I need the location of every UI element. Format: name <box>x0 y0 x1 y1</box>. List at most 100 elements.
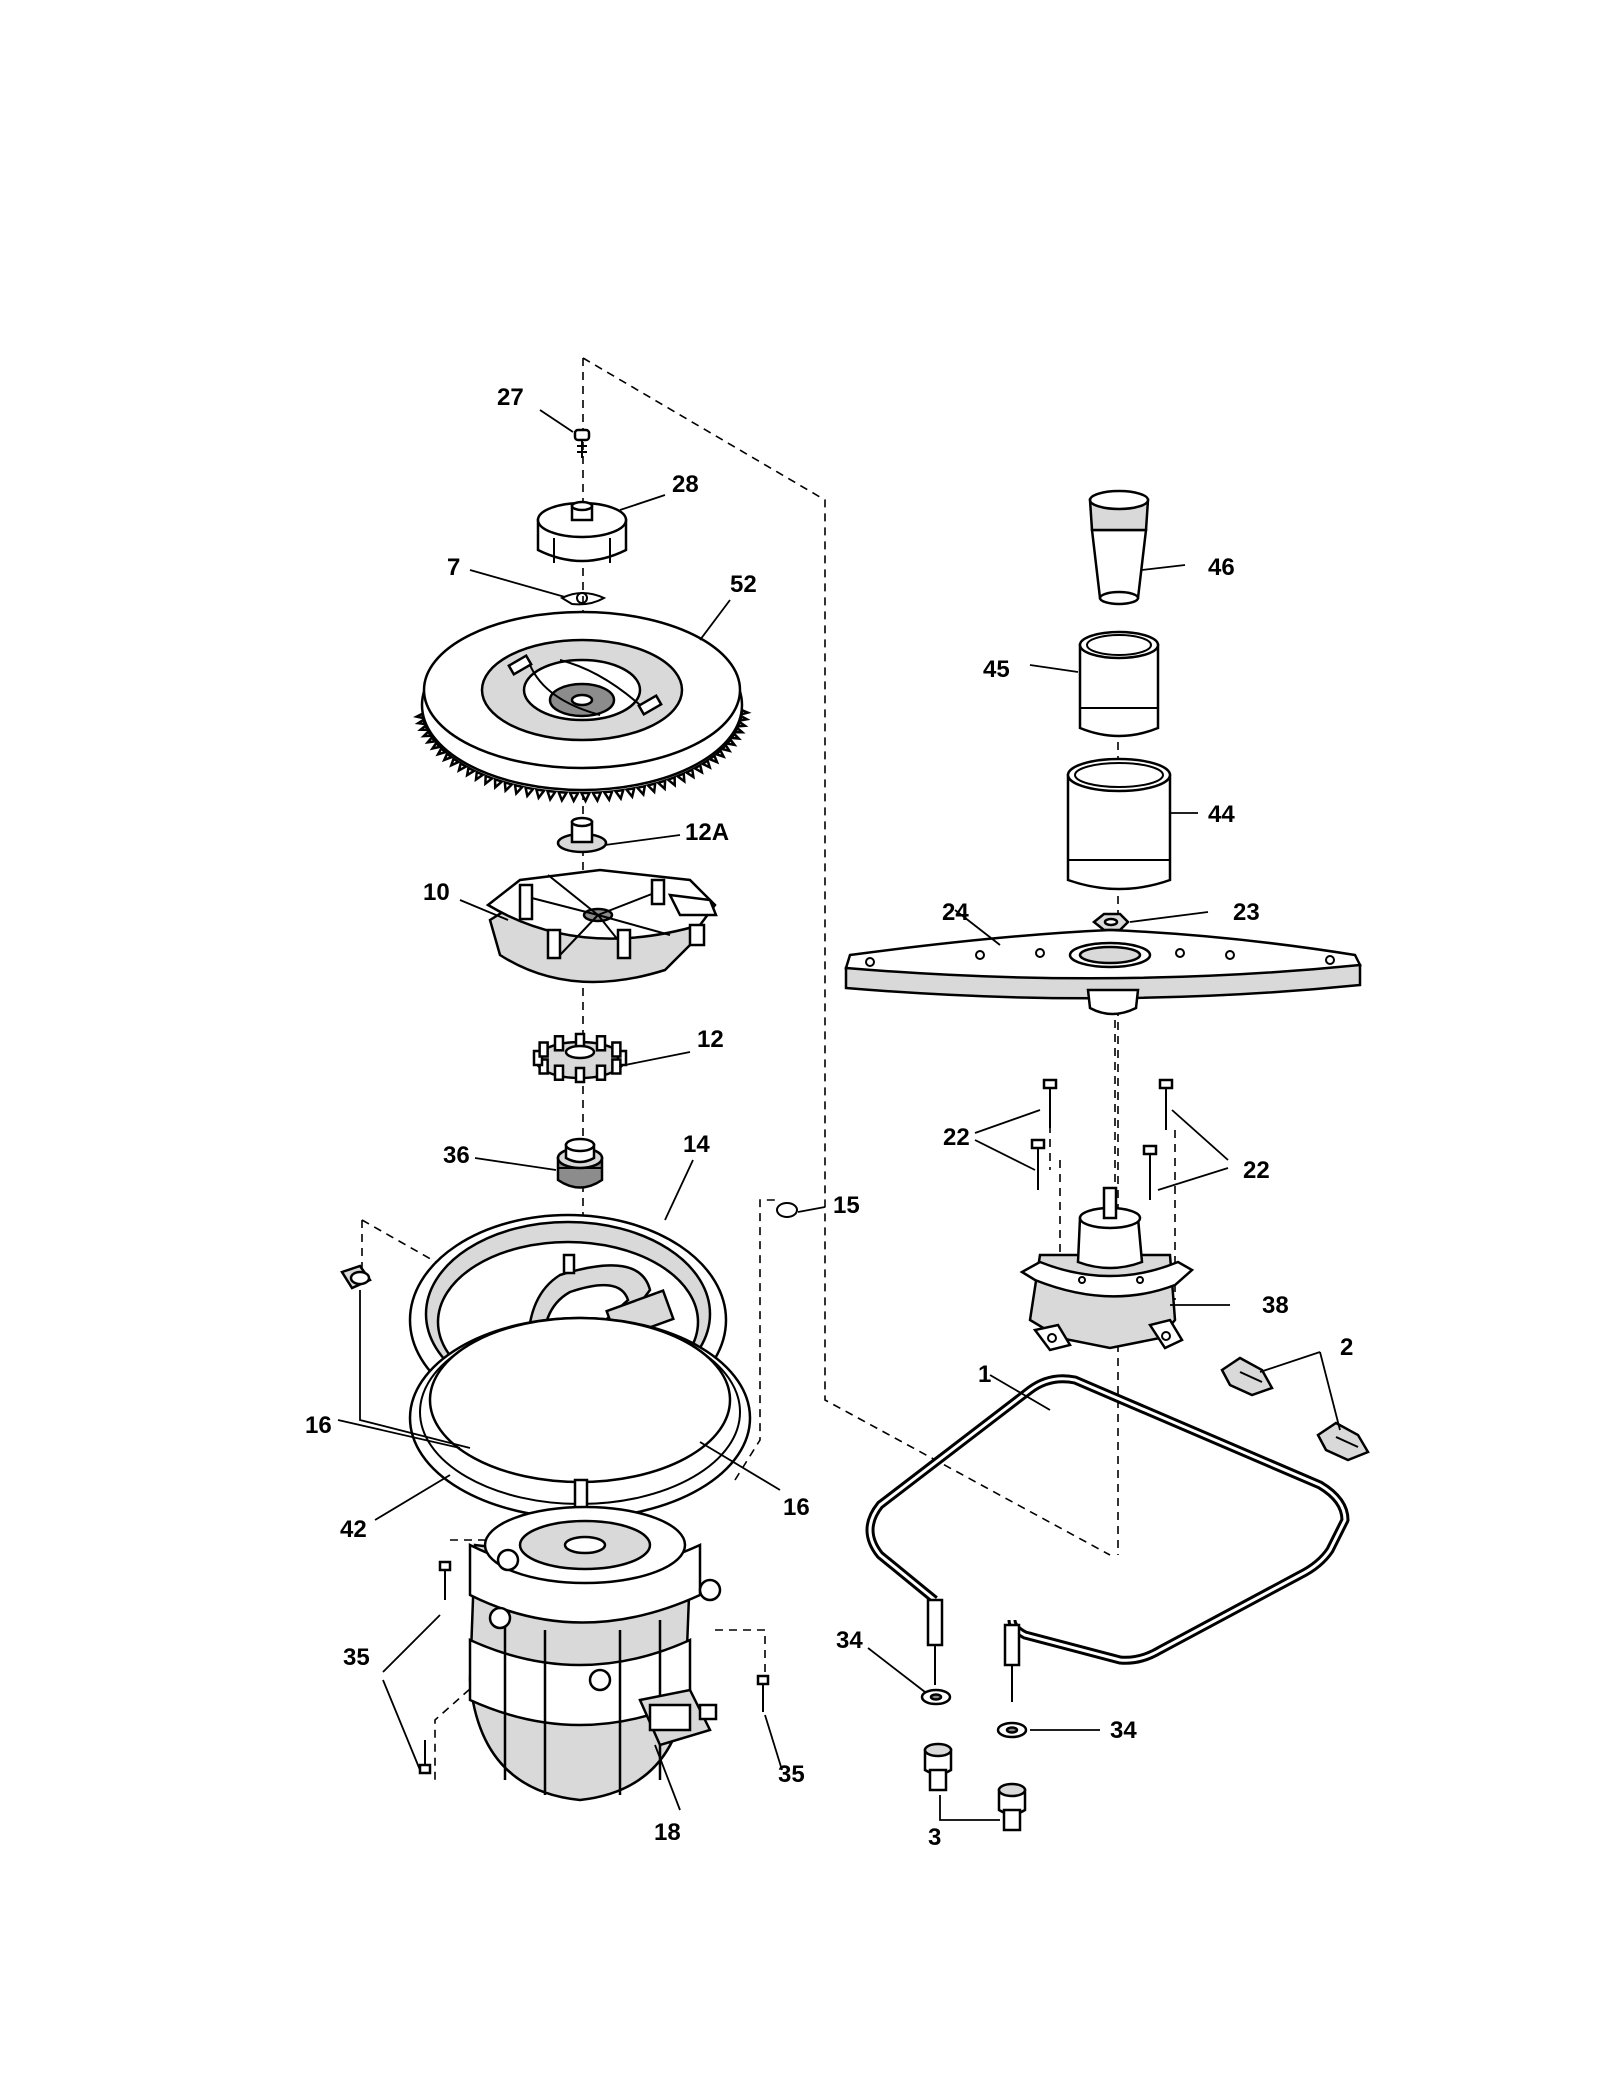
gear-tooth <box>655 778 667 792</box>
callout-2: 2 <box>1340 1334 1353 1361</box>
gear-tooth <box>534 787 547 801</box>
callout-27: 27 <box>497 384 524 411</box>
gear-tooth <box>736 720 749 728</box>
callout-42: 42 <box>340 1516 367 1543</box>
part-23-nut <box>1091 912 1130 932</box>
callout-16-right: 16 <box>783 1494 810 1521</box>
part-46-nozzle <box>1088 489 1150 606</box>
callout-22-right: 22 <box>1243 1157 1270 1184</box>
gear-tooth <box>441 751 455 763</box>
impeller-blade <box>553 1064 565 1081</box>
part-45-tube <box>1078 630 1160 738</box>
gear-tooth <box>740 708 752 717</box>
callout-36: 36 <box>443 1142 470 1169</box>
gear-tooth <box>420 729 433 738</box>
part-3-nut-2 <box>997 1782 1027 1832</box>
gear-tooth <box>484 774 495 787</box>
impeller-blade <box>532 1049 544 1067</box>
part-22-screw-4 <box>1142 1144 1158 1200</box>
gear-tooth <box>414 717 427 726</box>
callout-46: 46 <box>1208 554 1235 581</box>
callout-7: 7 <box>447 554 460 581</box>
part-15-oring <box>776 1202 798 1218</box>
gear-tooth <box>733 726 746 734</box>
gear-tooth <box>590 791 603 804</box>
gear-tooth <box>613 788 625 802</box>
impeller-blade <box>616 1049 628 1067</box>
part-18-motor <box>468 1478 722 1802</box>
gear-tooth <box>692 763 704 775</box>
gear-tooth <box>417 723 430 732</box>
part-28-hub <box>536 500 628 563</box>
gear-tooth <box>556 790 569 804</box>
impeller-blade <box>538 1058 549 1075</box>
gear-tooth <box>429 741 443 751</box>
impeller-blade <box>553 1035 565 1052</box>
part-34-washer-2 <box>996 1721 1028 1739</box>
part-35-screw-lower <box>418 1740 432 1775</box>
part-27-screw <box>573 428 591 458</box>
callout-1: 1 <box>978 1361 991 1388</box>
callout-28: 28 <box>672 471 699 498</box>
impeller-blade <box>611 1058 622 1075</box>
callout-3: 3 <box>928 1824 941 1851</box>
callout-52: 52 <box>730 571 757 598</box>
leader-lines <box>337 409 1341 1821</box>
gear-tooth <box>424 735 438 745</box>
part-44-tube <box>1066 757 1172 891</box>
callout-18: 18 <box>654 1819 681 1846</box>
part-38-housing <box>1019 1186 1195 1352</box>
gear-tooth <box>503 780 515 794</box>
gear-tooth <box>493 777 505 790</box>
gear-tooth <box>624 786 636 800</box>
gear-tooth <box>523 785 536 799</box>
part-22-screw-3 <box>1158 1078 1174 1130</box>
callout-12: 12 <box>697 1026 724 1053</box>
gear-tooth <box>412 711 425 720</box>
callout-12a: 12A <box>685 819 729 846</box>
gear-tooth <box>645 781 657 795</box>
gear-tooth <box>465 766 477 778</box>
gear-tooth <box>713 748 727 759</box>
callout-16-left: 16 <box>305 1412 332 1439</box>
part-35-screw-right <box>756 1674 770 1712</box>
gear-tooth <box>602 790 614 803</box>
impeller-blade <box>595 1064 607 1081</box>
part-24-spray-arm <box>844 928 1362 1016</box>
gear-tooth <box>435 746 448 757</box>
part-22-screw-2 <box>1030 1138 1046 1190</box>
callout-44: 44 <box>1208 801 1235 828</box>
gear-tooth <box>579 791 592 804</box>
gear-tooth <box>568 791 581 804</box>
gear-tooth <box>707 753 720 765</box>
part-12a-spacer <box>556 816 608 854</box>
callout-38: 38 <box>1262 1292 1289 1319</box>
gear-tooth <box>699 758 712 770</box>
part-12-impeller <box>532 1032 628 1084</box>
gear-tooth <box>724 737 738 747</box>
gear-tooth <box>545 789 558 803</box>
gear-tooth <box>719 743 733 753</box>
part-42-gasket <box>408 1316 752 1520</box>
gear-tooth <box>635 784 647 798</box>
impeller-blade <box>538 1041 549 1058</box>
part-3-nut-1 <box>923 1742 953 1792</box>
part-35-screw-upper <box>438 1560 452 1600</box>
part-1-heating-element <box>865 1374 1350 1702</box>
part-2-bracket-2 <box>1316 1421 1370 1462</box>
gear-tooth <box>456 761 469 773</box>
gear-tooth <box>513 783 525 797</box>
part-2-bracket-1 <box>1220 1356 1274 1397</box>
callout-24: 24 <box>942 899 969 926</box>
gear-tooth <box>449 756 462 768</box>
callout-10: 10 <box>423 879 450 906</box>
gear-tooth <box>683 767 696 780</box>
gear-tooth <box>474 770 486 783</box>
callout-34-left: 34 <box>836 1627 863 1654</box>
gear-tooth <box>729 731 742 741</box>
gear-tooth <box>738 714 751 722</box>
part-34-washer-1 <box>920 1688 952 1706</box>
callout-14: 14 <box>683 1131 710 1158</box>
impeller-blade <box>611 1041 622 1058</box>
